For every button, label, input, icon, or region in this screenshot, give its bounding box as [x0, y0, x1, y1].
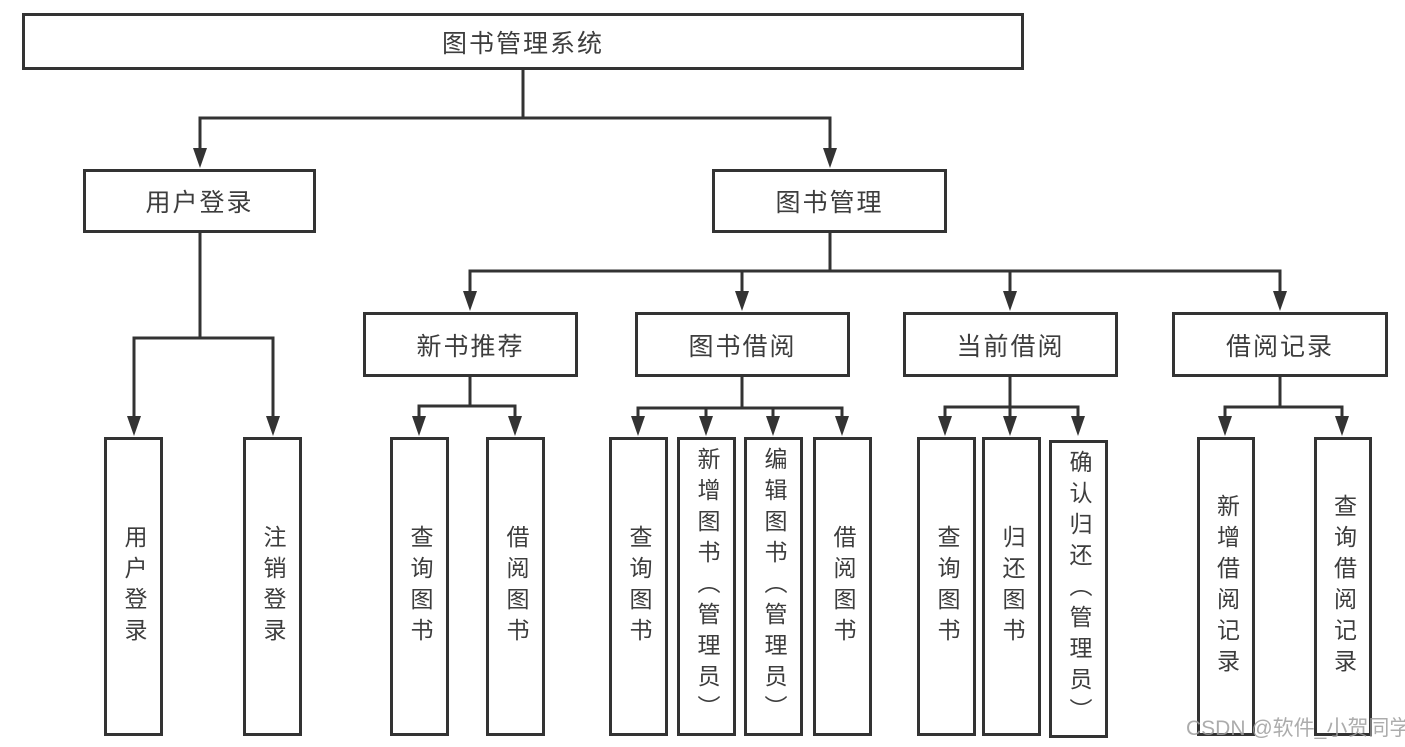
leaf-add-books-admin: 新增图书（管理员） — [677, 437, 736, 736]
node-root-system: 图书管理系统 — [22, 13, 1024, 70]
leaf-edit-books-admin: 编辑图书（管理员） — [744, 437, 803, 736]
leaf-query-borrow-record: 查询借阅记录 — [1314, 437, 1372, 736]
node-new-book-recommend: 新书推荐 — [363, 312, 578, 377]
leaf-borrow-books: 借阅图书 — [813, 437, 872, 736]
node-user-login: 用户登录 — [83, 169, 316, 233]
leaf-add-borrow-record: 新增借阅记录 — [1197, 437, 1255, 736]
node-book-management: 图书管理 — [712, 169, 947, 233]
leaf-query-books-recommend: 查询图书 — [390, 437, 449, 736]
leaf-return-books: 归还图书 — [982, 437, 1041, 736]
node-book-borrow: 图书借阅 — [635, 312, 850, 377]
leaf-query-books-borrow: 查询图书 — [609, 437, 668, 736]
leaf-user-login: 用户登录 — [104, 437, 163, 736]
connector-arrowheads — [127, 148, 1349, 436]
node-current-borrow: 当前借阅 — [903, 312, 1118, 377]
leaf-borrow-books-recommend: 借阅图书 — [486, 437, 545, 736]
leaf-query-books-current: 查询图书 — [917, 437, 976, 736]
leaf-logout: 注销登录 — [243, 437, 302, 736]
node-borrow-records: 借阅记录 — [1172, 312, 1388, 377]
leaf-confirm-return-admin: 确认归还（管理员） — [1049, 440, 1108, 738]
watermark-text: CSDN @软件_小贺同学 — [1186, 717, 1405, 740]
